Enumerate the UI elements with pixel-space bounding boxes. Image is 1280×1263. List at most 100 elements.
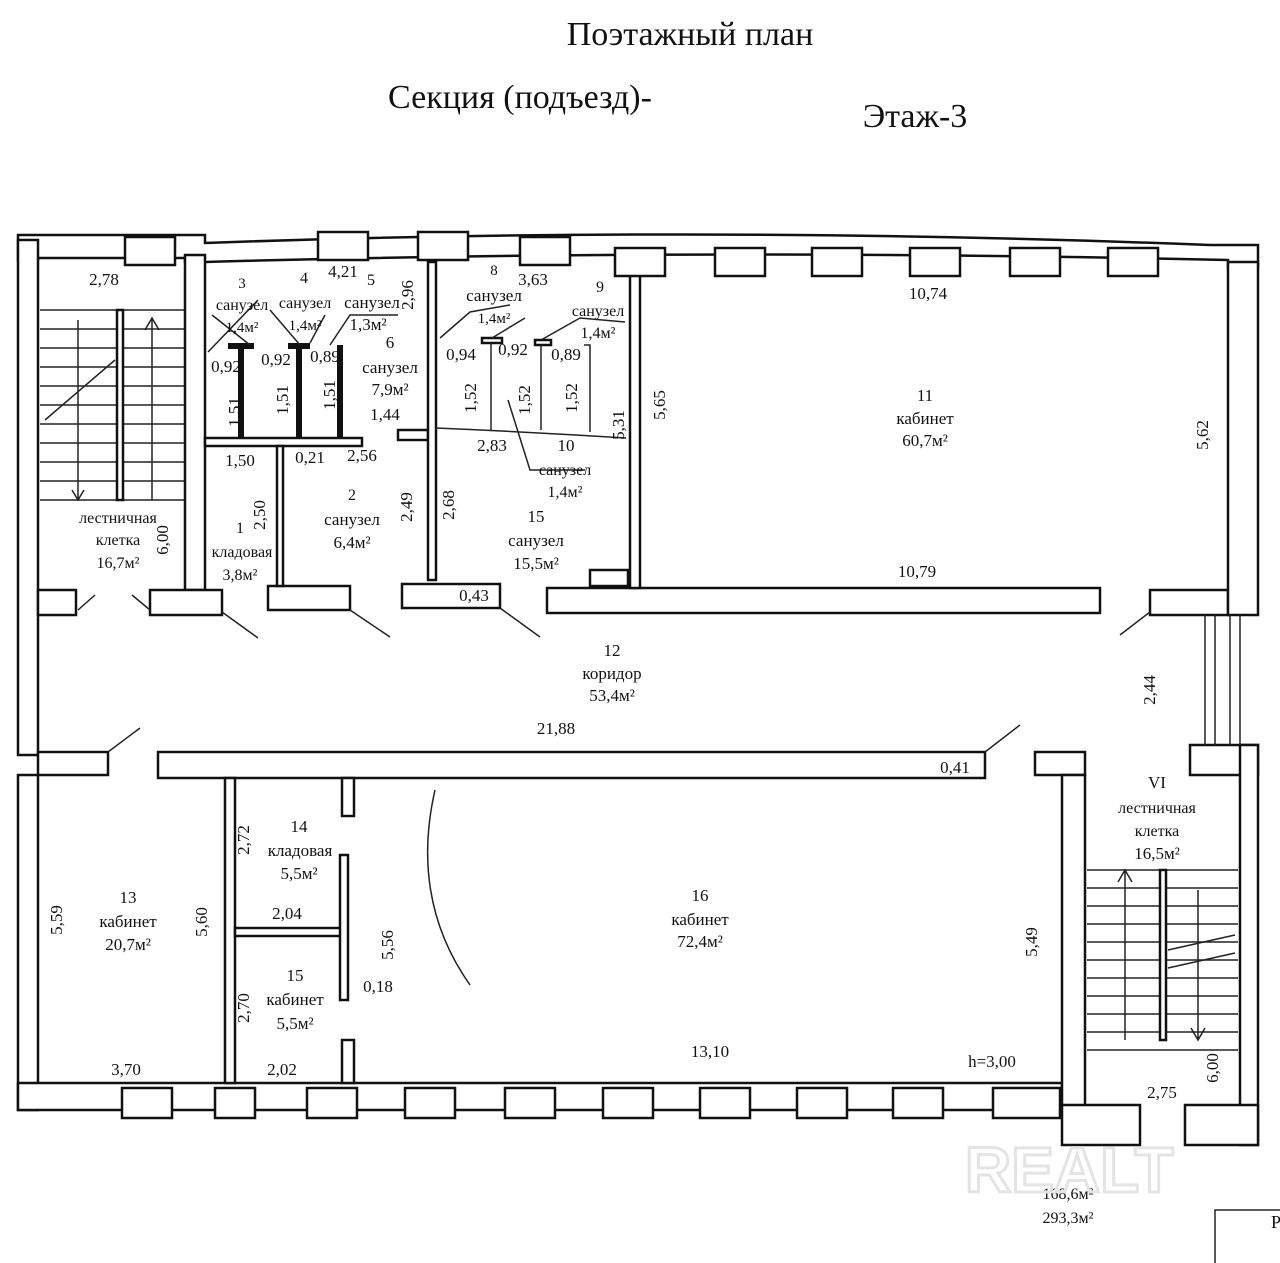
- dimension-label: 2,72: [234, 825, 253, 855]
- label-rooms-r14-number: 14: [291, 817, 309, 836]
- label-rooms-r11-area: 60,7м²: [902, 431, 948, 450]
- dimension-label: 1,52: [515, 385, 534, 415]
- plan-title: Поэтажный план: [567, 16, 814, 53]
- window: [891, 1086, 945, 1120]
- dimension-label: 5,31: [609, 410, 628, 440]
- window: [991, 1086, 1062, 1120]
- label-rooms-r9-name: санузел: [572, 303, 624, 320]
- windows: [120, 230, 1160, 1120]
- dimension-label: 0,89: [551, 345, 581, 364]
- label-rooms-stair_left-area: 16,7м²: [97, 555, 140, 572]
- dimension-label: 5,56: [378, 930, 397, 960]
- window: [601, 1086, 655, 1120]
- label-stamp_letter: Р: [1271, 1212, 1280, 1232]
- label-rooms-r4-number: 4: [300, 270, 308, 287]
- dimension-label: 2,50: [250, 500, 269, 530]
- dimension-label: 2,96: [398, 280, 417, 310]
- label-rooms-r6-name: санузел: [362, 358, 418, 377]
- dimension-label: 2,56: [347, 446, 377, 465]
- label-rooms-r10-area: 1,4м²: [548, 484, 583, 501]
- window: [503, 1086, 557, 1120]
- stair-divider: [1158, 868, 1168, 1042]
- dimension-label: 5,49: [1022, 927, 1041, 957]
- window: [698, 1086, 752, 1120]
- dimension-label: 0,92: [498, 340, 528, 359]
- label-rooms-r2-area: 6,4м²: [333, 533, 370, 552]
- label-rooms-r13-number: 13: [120, 888, 137, 907]
- window: [795, 1086, 849, 1120]
- label-rooms-stair_right-area: 16,5м²: [1134, 844, 1180, 863]
- label-rooms-r8-name: санузел: [466, 286, 522, 305]
- dimension-label: 1,51: [273, 385, 292, 415]
- dimension-label: 1,52: [461, 383, 480, 413]
- label-rooms-r10-number: 10: [558, 436, 575, 455]
- stamp-box: [1214, 1209, 1280, 1263]
- label-rooms-r1-area: 3,8м²: [223, 567, 258, 584]
- window: [213, 1086, 257, 1120]
- label-rooms-r6-number: 6: [386, 333, 395, 352]
- fixtures: [77, 299, 1151, 986]
- dimension-label: 0,43: [459, 586, 489, 605]
- dimension-label: 2,02: [267, 1060, 297, 1079]
- dimension-label: 2,78: [89, 270, 119, 289]
- window: [908, 246, 962, 278]
- label-rooms-r13-name: кабинет: [99, 912, 157, 931]
- dimension-label: 0,92: [211, 357, 241, 376]
- window: [518, 235, 572, 267]
- label-rooms-stair_right-line2: клетка: [1135, 823, 1179, 840]
- window: [810, 246, 864, 278]
- label-rooms-r8-number: 8: [490, 263, 498, 279]
- dimension-label: 0,89: [310, 347, 340, 366]
- dimension-label: 2,04: [272, 904, 302, 923]
- dimension-label: 6,00: [153, 525, 172, 555]
- label-rooms-r14-area: 5,5м²: [280, 864, 317, 883]
- label-rooms-r14-name: кладовая: [268, 841, 333, 860]
- dimension-label: 2,83: [477, 436, 507, 455]
- dimension-label: 13,10: [691, 1042, 729, 1061]
- dimension-label: 4,21: [328, 262, 358, 281]
- dimension-label: 0,92: [261, 350, 291, 369]
- label-rooms-r6-area: 7,9м²: [371, 380, 408, 399]
- label-rooms-r10-name: санузел: [539, 462, 591, 479]
- label-totals-living: 168,6м²: [1043, 1186, 1094, 1203]
- dimension-label: 2,49: [397, 492, 416, 522]
- dimension-label: 2,75: [1147, 1083, 1177, 1102]
- dimension-label: 2,68: [439, 490, 458, 520]
- label-rooms-r1-name: кладовая: [212, 544, 273, 561]
- dimension-label: 5,62: [1193, 420, 1212, 450]
- dimension-label: 5,59: [47, 905, 66, 935]
- dimension-label: 6,00: [1203, 1053, 1222, 1083]
- label-rooms-r11-name: кабинет: [896, 409, 954, 428]
- window: [403, 1086, 457, 1120]
- dimension-label: 10,74: [909, 284, 948, 303]
- stair-divider: [115, 308, 125, 502]
- label-rooms-r5-number: 5: [367, 272, 375, 289]
- stair-arrow: [44, 316, 160, 502]
- dimension-label: 2,70: [234, 993, 253, 1023]
- dimension-label: 3,70: [111, 1060, 141, 1079]
- label-rooms-r11-number: 11: [917, 386, 933, 405]
- label-rooms-r3-name: санузел: [216, 297, 268, 314]
- dimension-label: 1,52: [562, 383, 581, 413]
- plan-section: Секция (подъезд)-: [388, 79, 652, 116]
- label-rooms-r12-area: 53,4м²: [589, 686, 635, 705]
- walls: [16, 233, 1260, 1147]
- label-rooms-r5-area: 1,3м²: [349, 315, 386, 334]
- label-rooms-r15_lower-name: кабинет: [266, 990, 324, 1009]
- dimension-label: 5,60: [192, 907, 211, 937]
- label-rooms-r5-name: санузел: [344, 293, 400, 312]
- label-rooms-r16-area: 72,4м²: [677, 932, 723, 951]
- window: [316, 230, 370, 262]
- dimension-label: 0,18: [363, 977, 393, 996]
- dimension-label: 0,41: [940, 758, 970, 777]
- label-rooms-r15_upper-name: санузел: [508, 531, 564, 550]
- plan-floor: Этаж-3: [863, 98, 968, 135]
- dimension-label: 21,88: [537, 719, 575, 738]
- dimension-label: 1,50: [225, 451, 255, 470]
- label-rooms-r2-number: 2: [348, 487, 356, 504]
- dimension-label: 1,44: [370, 405, 400, 424]
- dimension-label: 1,51: [225, 397, 244, 427]
- dimension-label: 2,44: [1140, 675, 1159, 705]
- label-rooms-r3-number: 3: [238, 276, 246, 292]
